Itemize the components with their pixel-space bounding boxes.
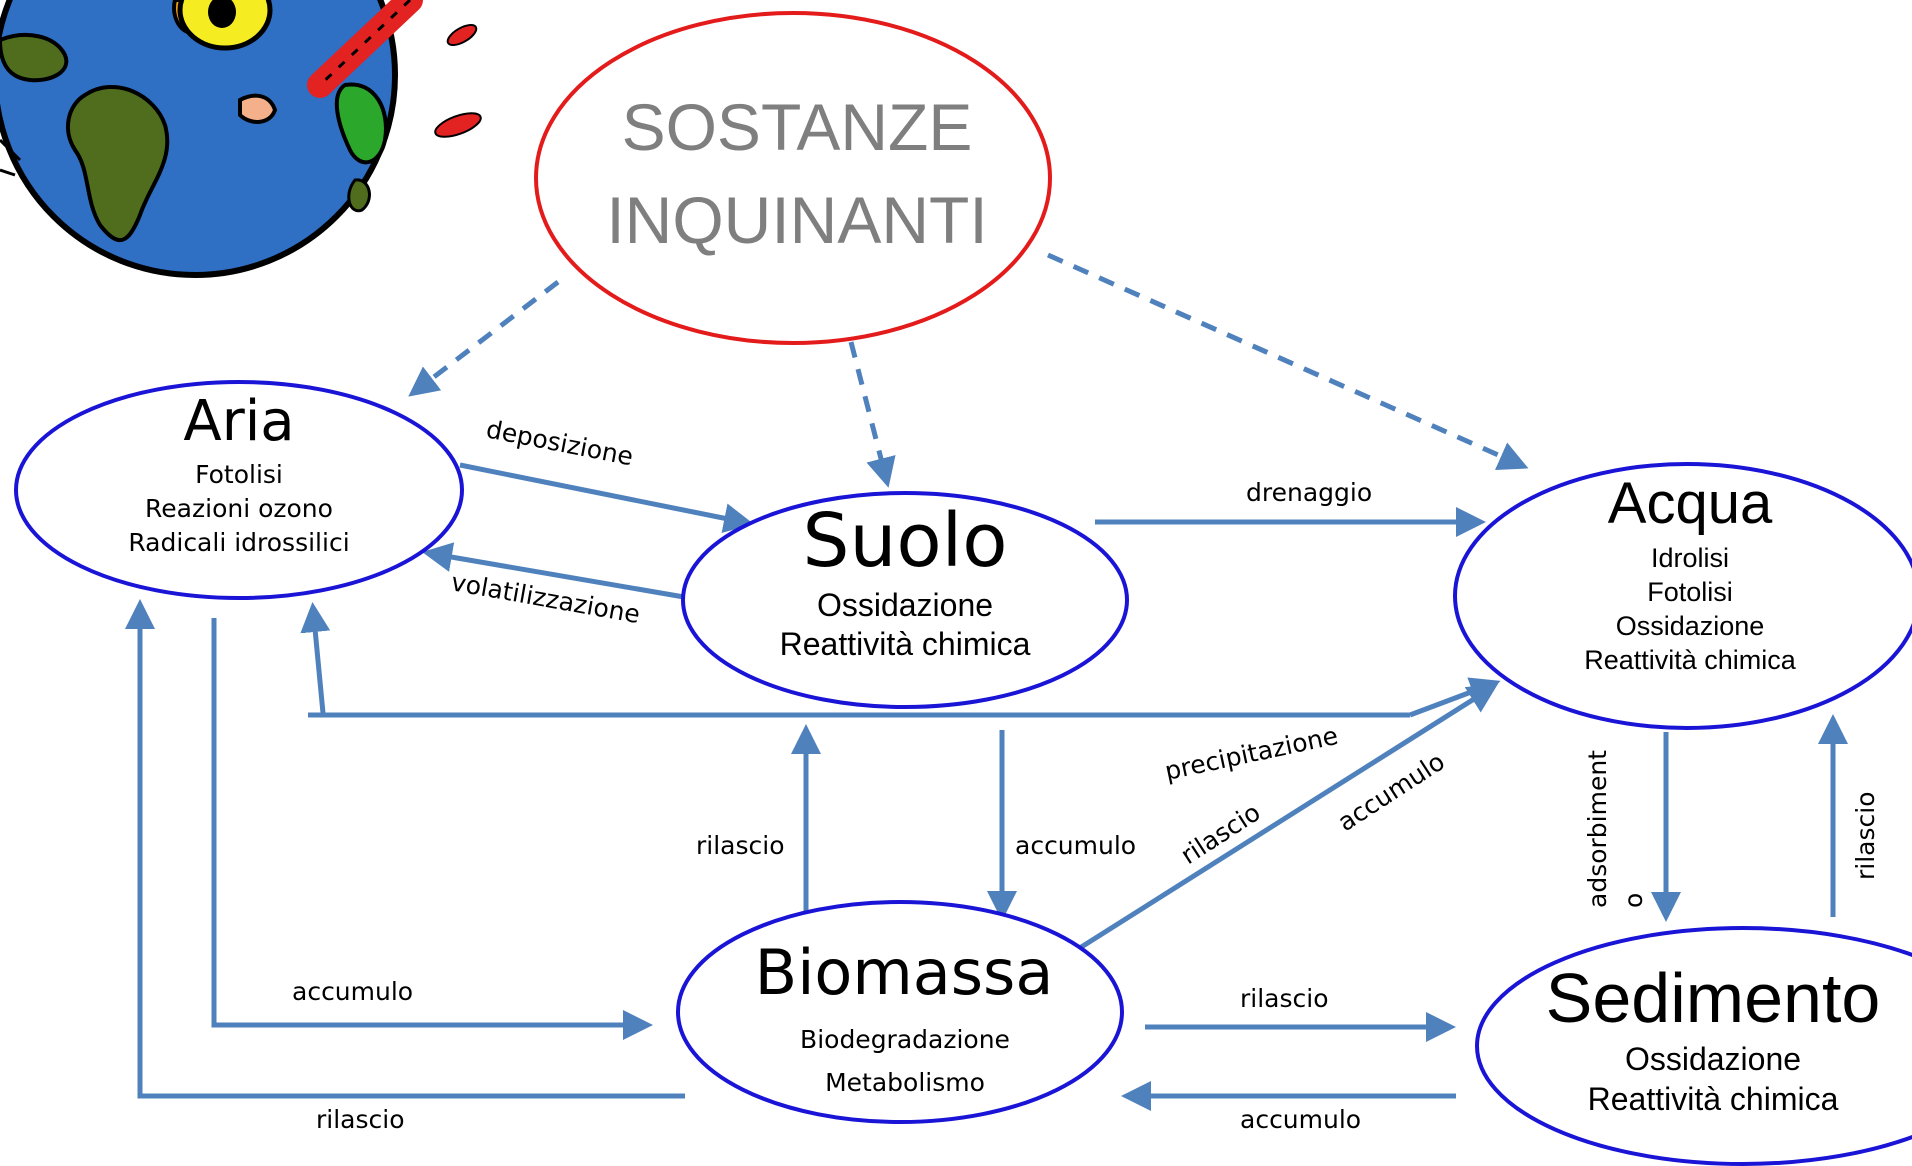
label-rilascio-sed-acqua: rilascio (1851, 791, 1880, 880)
acqua-ellipse (1453, 462, 1912, 730)
sedimento-item-1: Ossidazione (1625, 1041, 1801, 1077)
aria-ellipse (14, 380, 464, 600)
acqua-item-4: Reattività chimica (1584, 645, 1797, 675)
arrow-root-suolo (848, 341, 896, 488)
node-sedimento: Sedimento Ossidazione Reattività chimica (1475, 926, 1912, 1166)
label-accumulo-sed-bio: accumulo (1240, 1105, 1361, 1134)
aria-title: Aria (183, 389, 294, 454)
node-acqua: Acqua Idrolisi Fotolisi Ossidazione Reat… (1453, 462, 1912, 730)
root-title-line2: INQUINANTI (606, 183, 987, 257)
arrow-precip-to-aria (300, 602, 331, 714)
root-arrows (408, 252, 1529, 488)
sick-earth-thermometer-icon (0, 0, 482, 278)
label-accumulo-aria-bio: accumulo (292, 977, 413, 1006)
root-ellipse (534, 11, 1052, 345)
label-adsorbimento-2: o (1619, 893, 1648, 908)
label-accumulo-diag: accumulo (1332, 747, 1449, 837)
biomassa-ellipse (676, 900, 1124, 1124)
suolo-item-1: Ossidazione (817, 587, 993, 623)
label-volatilizzazione: volatilizzazione (449, 567, 642, 629)
aria-item-2: Reazioni ozono (145, 494, 333, 523)
arrow-root-acqua (1046, 252, 1529, 470)
root-title-line1: SOSTANZE (622, 90, 973, 164)
label-rilascio-bio-sed: rilascio (1240, 984, 1329, 1013)
label-deposizione: deposizione (484, 414, 636, 471)
arrow-volatilizzazione (422, 542, 685, 600)
acqua-item-2: Fotolisi (1647, 577, 1733, 607)
suolo-item-2: Reattività chimica (780, 626, 1031, 662)
label-rilascio-bio-suolo: rilascio (696, 831, 785, 860)
label-precipitazione: precipitazione (1162, 721, 1340, 786)
aria-item-1: Fotolisi (195, 460, 283, 489)
arrow-bio-acqua (1073, 683, 1499, 954)
label-drenaggio: drenaggio (1246, 478, 1372, 507)
label-accumulo-suolo-bio: accumulo (1015, 831, 1136, 860)
label-adsorbimento-1: adsorbiment (1583, 750, 1612, 908)
biomassa-title: Biomassa (755, 936, 1054, 1009)
label-rilascio-bio-aria: rilascio (316, 1105, 405, 1134)
suolo-ellipse (681, 491, 1129, 709)
sedimento-item-2: Reattività chimica (1588, 1081, 1839, 1117)
biomassa-item-1: Biodegradazione (800, 1025, 1010, 1054)
arrow-root-aria (408, 280, 560, 397)
acqua-item-1: Idrolisi (1651, 543, 1729, 573)
sedimento-title: Sedimento (1546, 959, 1881, 1037)
node-aria: Aria Fotolisi Reazioni ozono Radicali id… (14, 380, 464, 600)
acqua-title: Acqua (1608, 471, 1773, 536)
arrow-deposizione (459, 462, 754, 533)
arrow-accumulo-aria-bio (211, 618, 653, 1040)
node-biomassa: Biomassa Biodegradazione Metabolismo (676, 900, 1124, 1124)
aria-item-3: Radicali idrossilici (128, 528, 349, 557)
sedimento-ellipse (1475, 926, 1912, 1166)
flow-arrows (125, 462, 1848, 1111)
arrow-rilascio-bio-aria (125, 599, 685, 1099)
suolo-title: Suolo (803, 498, 1008, 584)
biomassa-item-2: Metabolismo (825, 1068, 985, 1097)
root-node: SOSTANZE INQUINANTI (534, 11, 1052, 345)
node-suolo: Suolo Ossidazione Reattività chimica (681, 491, 1129, 709)
acqua-item-3: Ossidazione (1616, 611, 1765, 641)
